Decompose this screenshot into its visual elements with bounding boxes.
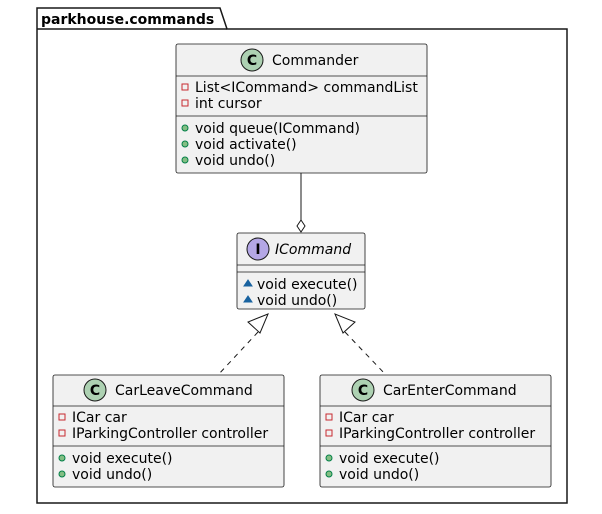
method: void execute()	[72, 451, 173, 467]
class-box-carleavecommand: C CarLeaveCommand ICar car IParkingContr…	[52, 374, 285, 488]
class-badge-letter: C	[247, 53, 257, 69]
field: ICar car	[72, 410, 127, 426]
private-field-icon	[181, 83, 189, 91]
method: void queue(ICommand)	[195, 121, 360, 137]
method: void execute()	[257, 277, 358, 293]
interface-name: ICommand	[275, 242, 351, 258]
realization-line-carenter	[344, 331, 387, 376]
private-field-icon	[325, 413, 333, 421]
relations	[217, 173, 387, 376]
class-name: Commander	[272, 53, 359, 69]
class-badge-letter: C	[90, 383, 100, 399]
method: void activate()	[195, 137, 297, 153]
realization-arrow-carleave	[247, 313, 269, 334]
field: IParkingController controller	[72, 426, 268, 442]
package-name: parkhouse.commands	[41, 12, 214, 28]
public-method-icon	[181, 156, 189, 164]
interface-badge-letter: I	[255, 242, 260, 258]
method: void undo()	[72, 467, 152, 483]
field: ICar car	[339, 410, 394, 426]
private-field-icon	[325, 429, 333, 437]
class-box-commander: C Commander List<ICommand> commandList i…	[175, 43, 428, 174]
public-method-icon	[181, 140, 189, 148]
field: List<ICommand> commandList	[195, 80, 418, 96]
class-name: CarEnterCommand	[383, 383, 517, 399]
method: void undo()	[339, 467, 419, 483]
private-field-icon	[58, 413, 66, 421]
public-method-icon	[181, 124, 189, 132]
class-badge-icon	[351, 378, 375, 402]
class-badge-icon	[83, 378, 107, 402]
private-field-icon	[58, 429, 66, 437]
public-method-icon	[325, 454, 333, 462]
public-method-icon	[58, 454, 66, 462]
package-method-icon	[243, 279, 253, 287]
class-badge-letter: C	[358, 383, 368, 399]
class-box-carentercommand: C CarEnterCommand ICar car IParkingContr…	[319, 374, 552, 488]
class-name: CarLeaveCommand	[115, 383, 253, 399]
public-method-icon	[58, 470, 66, 478]
interface-badge-icon	[246, 237, 270, 261]
realization-line-carleave	[217, 331, 259, 376]
package-frame: parkhouse.commands	[36, 7, 568, 504]
public-method-icon	[325, 470, 333, 478]
package-method-icon	[243, 295, 253, 303]
realization-arrow-carenter	[334, 313, 356, 334]
aggregation-diamond	[296, 219, 306, 233]
method: void execute()	[339, 451, 440, 467]
class-badge-icon	[240, 48, 264, 72]
interface-box-icommand: I ICommand void execute() void undo()	[236, 232, 366, 310]
field: IParkingController controller	[339, 426, 535, 442]
field: int cursor	[195, 96, 262, 112]
private-field-icon	[181, 99, 189, 107]
method: void undo()	[257, 293, 337, 309]
method: void undo()	[195, 153, 275, 169]
